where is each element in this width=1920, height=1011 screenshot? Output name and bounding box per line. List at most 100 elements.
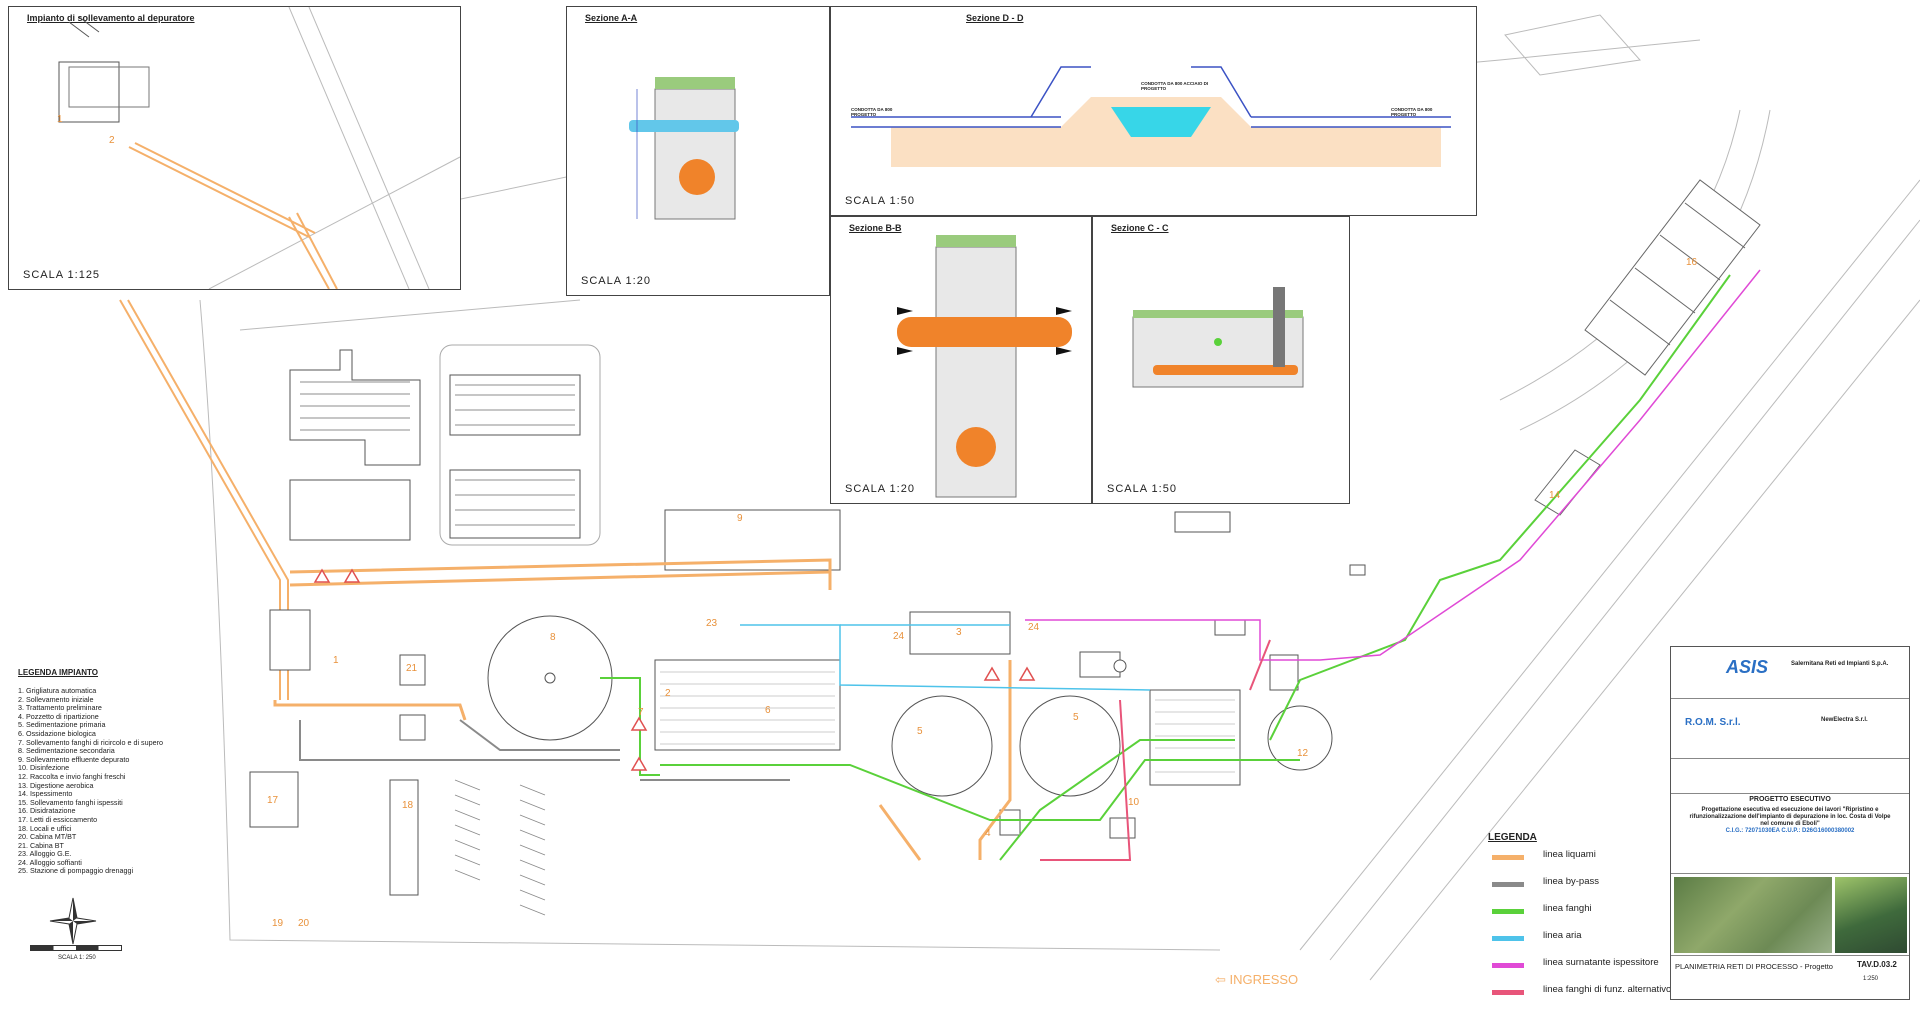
- liquami-line: [273, 558, 1012, 861]
- inset-label: 1: [57, 114, 63, 125]
- inset-drawing: [1132, 287, 1304, 388]
- legend-item: 5. Sedimentazione primaria: [18, 720, 106, 730]
- alternativo-line: [1040, 639, 1271, 861]
- section-label: CONDOTTA DA 800 PROGETTO: [1391, 107, 1433, 117]
- inset-scale: SCALA 1:50: [1107, 483, 1177, 495]
- inflow-pipe: [119, 299, 289, 700]
- swatch-aria: [1492, 936, 1524, 941]
- legend-item: 6. Ossidazione biologica: [18, 728, 96, 738]
- legend-reti-label: linea by-pass: [1543, 876, 1599, 887]
- legend-item: 24. Alloggio soffianti: [18, 857, 82, 867]
- inset-scale: SCALA 1:125: [23, 269, 101, 281]
- legend-impianto-title: LEGENDA IMPIANTO: [18, 668, 99, 677]
- rom-logo: R.O.M. S.r.l.: [1685, 717, 1741, 728]
- title-block-progettisti: R.O.M. S.r.l. NewElectra S.r.l.: [1671, 699, 1909, 759]
- inset-sezione-c: Sezione C - C SCALA 1:50: [1092, 216, 1350, 504]
- legend-item: 9. Sollevamento effluente depurato: [18, 754, 130, 764]
- inset-drawing: [58, 7, 460, 289]
- inset-scale: SCALA 1:50: [845, 195, 915, 207]
- legend-reti-label: linea aria: [1543, 930, 1582, 941]
- inset-impianto-sollevamento: Impianto di sollevamento al depuratore 1…: [8, 6, 461, 290]
- swatch-bypass: [1492, 882, 1524, 887]
- legend-item: 25. Stazione di pompaggio drenaggi: [18, 866, 134, 876]
- title-block: ASIS Salernitana Reti ed Impianti S.p.A.…: [1670, 646, 1910, 1000]
- oggetto-label: Progettazione esecutiva ed esecuzione de…: [1689, 807, 1891, 827]
- legend-reti-label: linea fanghi di funz. alternativo: [1543, 984, 1672, 995]
- legend-reti-label: linea fanghi: [1543, 903, 1592, 914]
- legend-reti-item: linea liquami: [1488, 849, 1678, 876]
- inset-title: Sezione A-A: [585, 13, 638, 23]
- legend-item: 13. Digestione aerobica: [18, 780, 94, 790]
- building-hatch: [300, 381, 575, 526]
- inset-sezione-a: Sezione A-A SCALA 1:20: [566, 6, 830, 296]
- cig-label: C.I.G.: 72071030EA C.U.P.: D26G160003800…: [1725, 828, 1855, 834]
- title-block-committente: ASIS Salernitana Reti ed Impianti S.p.A.: [1671, 647, 1909, 699]
- graphic-scale-bar: [30, 945, 122, 951]
- title-block-fase: PROGETTO ESECUTIVO Progettazione esecuti…: [1671, 794, 1909, 874]
- inset-drawing: [629, 77, 739, 220]
- legend-reti-item: linea surnatante ispessitore: [1488, 957, 1678, 984]
- swatch-liquami: [1492, 855, 1524, 860]
- inset-title: Sezione D - D: [966, 13, 1024, 23]
- bypass-line: [299, 719, 790, 781]
- legend-item: 18. Locali e uffici: [18, 823, 72, 833]
- surnatante-line: [1025, 269, 1761, 661]
- swatch-alternativo: [1492, 990, 1524, 995]
- inset-title: Sezione C - C: [1111, 223, 1169, 233]
- legend-item: 2. Sollevamento iniziale: [18, 694, 94, 704]
- drying-beds: [1534, 179, 1761, 516]
- legend-item: 20. Cabina MT/BT: [18, 832, 77, 842]
- legend-item: 3. Trattamento preliminare: [18, 703, 102, 713]
- legend-item: 10. Disinfezione: [18, 763, 70, 773]
- legend-item: 12. Raccolta e invio fanghi freschi: [18, 771, 126, 781]
- ingresso-label: ⇦ INGRESSO: [1215, 972, 1298, 988]
- north-arrow-icon: [49, 897, 97, 945]
- inset-sezione-d: Sezione D - D CONDOTTA DA 800 PROGETTO C…: [830, 6, 1477, 216]
- legend-reti-item: linea by-pass: [1488, 876, 1678, 903]
- tavola-scale: 1:250: [1863, 976, 1879, 982]
- inset-title: Sezione B-B: [849, 223, 902, 233]
- inset-title: Impianto di sollevamento al depuratore: [27, 13, 195, 23]
- legend-reti-item: linea fanghi: [1488, 903, 1678, 930]
- legend-item: 21. Cabina BT: [18, 840, 64, 850]
- legend-reti-label: linea surnatante ispessitore: [1543, 957, 1659, 968]
- section-label: CONDOTTA DA 800 PROGETTO: [851, 107, 893, 117]
- swatch-surnatante: [1492, 963, 1524, 968]
- legend-reti: LEGENDA linea liquami linea by-pass line…: [1488, 832, 1678, 1011]
- section-label: CONDOTTA DA 800 ACCIAIO DI PROGETTO: [1141, 81, 1209, 91]
- legend-item: 8. Sedimentazione secondaria: [18, 746, 115, 756]
- legend-reti-item: linea aria: [1488, 930, 1678, 957]
- legend-impianto: LEGENDA IMPIANTO 1. Grigliatura automati…: [18, 668, 248, 876]
- aria-line: [740, 624, 1151, 691]
- inset-scale: SCALA 1:20: [581, 275, 651, 287]
- inset-sezione-b: Sezione B-B SCALA 1:20: [830, 216, 1092, 504]
- legend-item: 4. Pozzetto di ripartizione: [18, 711, 99, 721]
- legend-item: 14. Ispessimento: [18, 789, 73, 799]
- main-scale: SCALA 1: 250: [58, 955, 96, 961]
- inset-drawing: [851, 66, 1451, 167]
- legend-item: 23. Alloggio G.E.: [18, 849, 72, 859]
- fase-label: PROGETTO ESECUTIVO: [1749, 796, 1831, 803]
- legend-item: 1. Grigliatura automatica: [18, 686, 97, 695]
- small-drying-units: [454, 779, 546, 916]
- ingresso-text: INGRESSO: [1229, 972, 1299, 987]
- legend-item: 17. Letti di essiccamento: [18, 814, 98, 824]
- company-name: Salernitana Reti ed Impianti S.p.A.: [1791, 661, 1889, 667]
- title-block-tavola: PLANIMETRIA RETI DI PROCESSO - Progetto …: [1671, 956, 1909, 1001]
- ingresso-arrow-icon: ⇦: [1215, 972, 1226, 987]
- title-block-firme: [1671, 759, 1909, 794]
- boundary-lines: [199, 14, 1920, 981]
- plant-photo: [1835, 877, 1907, 953]
- inset-drawing: [897, 235, 1072, 498]
- legend-item: 16. Disidratazione: [18, 806, 76, 816]
- tavola-title: PLANIMETRIA RETI DI PROCESSO - Progetto: [1675, 962, 1833, 971]
- title-block-photos: [1671, 874, 1909, 956]
- legend-item: 7. Sollevamento fanghi di ricircolo e di…: [18, 737, 164, 747]
- legend-reti-item: linea fanghi di funz. alternativo: [1488, 984, 1678, 1011]
- aerial-photo: [1674, 877, 1832, 953]
- tavola-code: TAV.D.03.2: [1857, 960, 1897, 969]
- swatch-fanghi: [1492, 909, 1524, 914]
- asis-logo: ASIS: [1726, 657, 1769, 677]
- process-tanks: [249, 609, 1333, 896]
- legend-item: 15. Sollevamento fanghi ispessiti: [18, 797, 123, 807]
